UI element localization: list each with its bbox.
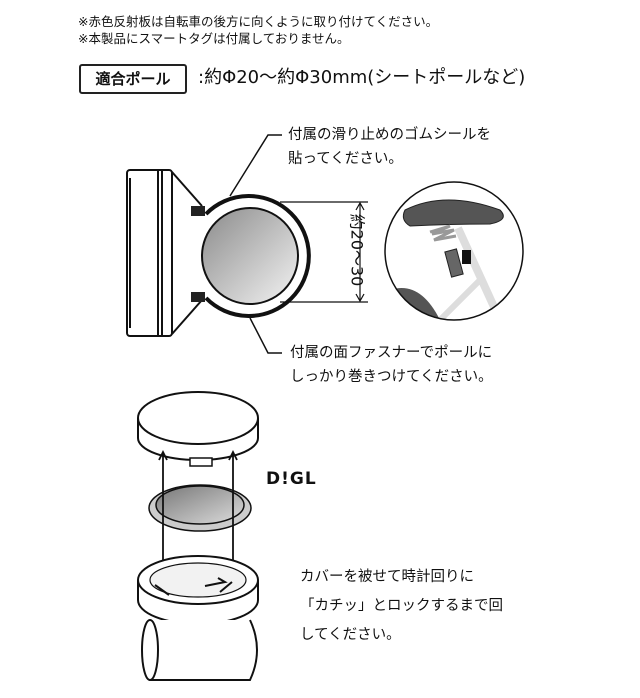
- callout-cover-line1: カバーを被せて時計回りに: [300, 569, 474, 585]
- fit-pole-spec: :約Φ20〜約Φ30mm(シートポールなど): [198, 67, 526, 88]
- callout-cover-line2: 「カチッ」とロックするまで回: [300, 598, 503, 614]
- bicycle-inset-illustration: [384, 181, 524, 321]
- dimension-lines: [280, 201, 368, 303]
- callout-fastener-line1: 付属の面ファスナーでポールに: [290, 345, 493, 361]
- smart-tag-part: [148, 484, 252, 532]
- light-side-view: [126, 169, 203, 337]
- cover-part: [137, 391, 259, 467]
- callout-cover-line3: してください。: [300, 627, 401, 643]
- note-reflector: ※赤色反射板は自転車の後方に向くように取り付けてください。: [78, 14, 439, 29]
- fastener-strap: [204, 194, 311, 318]
- base-part: [137, 555, 259, 625]
- pole-cross-section: [201, 207, 299, 305]
- strap-clip-bottom: [191, 292, 205, 302]
- strap-band: [141, 619, 258, 681]
- callout-fastener-line2: しっかり巻きつけてください。: [290, 369, 493, 385]
- leader-rubber-seal: [229, 134, 282, 197]
- tag-logo: D!GL: [266, 469, 317, 489]
- note-smart-tag: ※本製品にスマートタグは付属しておりません。: [78, 31, 350, 46]
- fit-pole-badge: 適合ポール: [79, 64, 187, 94]
- callout-rubber-seal-line1: 付属の滑り止めのゴムシールを: [288, 127, 491, 143]
- callout-rubber-seal-line2: 貼ってください。: [288, 151, 403, 167]
- strap-clip-top: [191, 206, 205, 216]
- leader-fastener: [249, 317, 282, 354]
- dimension-label: 約20〜30: [347, 213, 367, 287]
